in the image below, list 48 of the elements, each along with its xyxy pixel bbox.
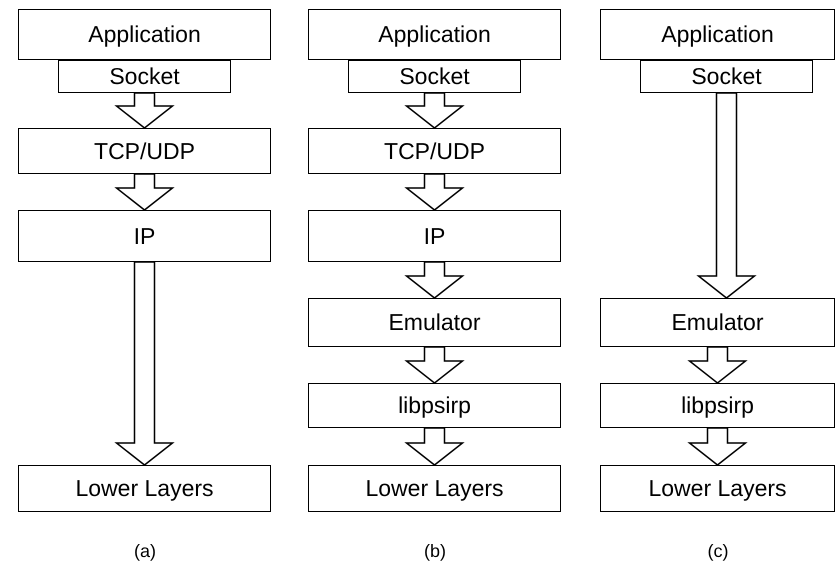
layer-box [600,9,835,60]
layer-box [18,9,271,60]
layer-box [600,465,835,512]
layer-label: IP [424,222,446,250]
layer-box [18,128,271,174]
block-arrow [404,427,465,466]
layer-label: Lower Layers [648,475,787,502]
layer-label: libpsirp [398,392,471,419]
layer-box [308,210,561,262]
block-arrow [114,261,175,466]
block-arrow [404,173,465,211]
layer-label: Socket [691,63,762,90]
layer-label: Emulator [388,309,481,336]
layer-box [600,298,835,347]
layer-label: Application [378,21,491,48]
layer-label: Socket [399,63,470,90]
block-arrow [404,92,465,129]
block-arrow [687,427,748,466]
layer-box [58,60,231,93]
layer-box [308,128,561,174]
layer-label: IP [134,222,156,250]
layer-label: Application [661,21,774,48]
layer-box [308,9,561,60]
layer-box [308,298,561,347]
layer-label: Application [88,21,201,48]
panel-label: (b) [424,541,446,562]
layer-box [18,210,271,262]
layer-box [308,383,561,428]
block-arrow [114,92,175,129]
layer-label: TCP/UDP [94,138,195,164]
layer-box [640,60,813,93]
layer-box [18,465,271,512]
layer-box [600,383,835,428]
panel-label: (c) [708,541,728,562]
block-arrow [696,92,757,299]
layer-label: Emulator [671,309,764,336]
layer-label: TCP/UDP [384,138,485,164]
block-arrow [687,346,748,384]
layer-label: libpsirp [681,392,754,419]
layer-box [348,60,521,93]
panel-label: (a) [134,541,156,562]
block-arrow [404,261,465,299]
layer-label: Lower Layers [365,475,504,502]
layer-label: Socket [109,63,180,90]
block-arrow [114,173,175,211]
block-arrow [404,346,465,384]
layer-label: Lower Layers [75,475,214,502]
layer-box [308,465,561,512]
